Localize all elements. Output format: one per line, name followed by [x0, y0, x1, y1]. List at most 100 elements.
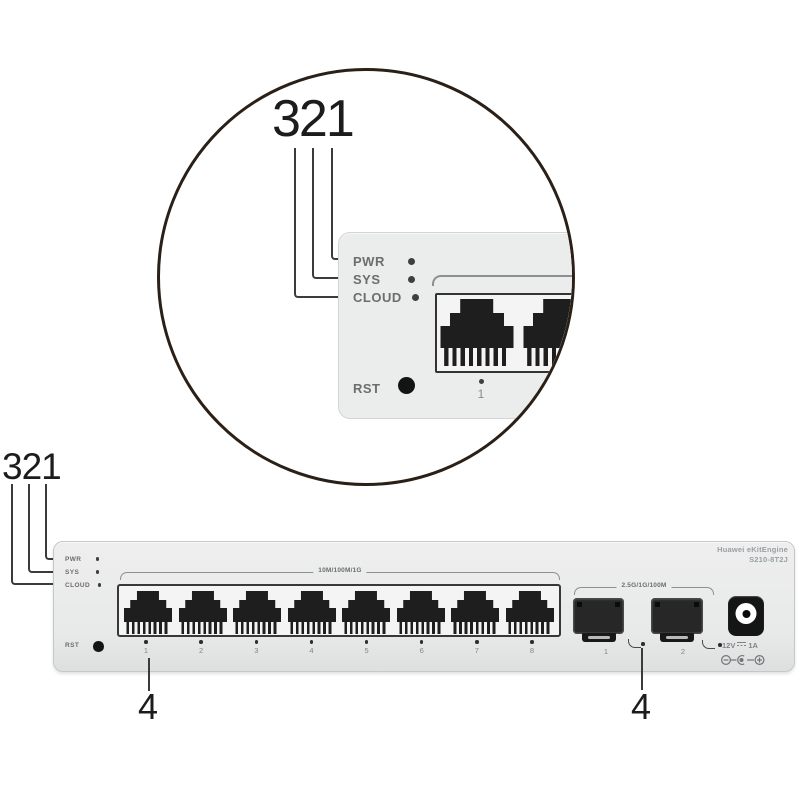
- switch-front-panel: Huawei eKitEngine S210-8T2J PWR SYS CLOU…: [53, 541, 795, 672]
- port-number-label: 8: [529, 645, 535, 655]
- port-led-icon: [199, 640, 203, 644]
- pwr-led-icon: [408, 258, 415, 265]
- port-led-icon: [475, 640, 479, 644]
- uplink-port-number-label: 2: [680, 647, 686, 656]
- uplink-group-label: 2.5G/1G/100M: [616, 582, 672, 589]
- led-row-cloud: CLOUD: [353, 290, 419, 305]
- sfp-port-icon: [651, 598, 703, 642]
- port-indicator: 5: [343, 640, 391, 655]
- sfp-port-icon: [573, 598, 624, 642]
- uplink2-hook-line: [702, 640, 715, 649]
- led-row-cloud: CLOUD: [65, 580, 101, 590]
- ethernet-ports-box: [117, 584, 561, 637]
- callout-digit-2: 2: [21, 446, 43, 487]
- reset-button-icon: [93, 641, 104, 652]
- brand-name: Huawei eKitEngine: [717, 545, 788, 554]
- port-number-label: 1: [143, 645, 149, 655]
- port-number-label: 3: [254, 645, 259, 655]
- uplink1-hook-line: [628, 639, 641, 648]
- magnifier-switch-panel: PWR SYS CLOUD RST: [338, 232, 572, 419]
- brand-block: Huawei eKitEngine S210-8T2J: [717, 545, 788, 564]
- port-indicator: 7: [453, 640, 501, 655]
- callout-line-4-right: [641, 648, 643, 690]
- cloud-led-icon: [97, 583, 101, 587]
- uplink2-led-icon: [718, 643, 722, 647]
- led-row-sys: SYS: [353, 272, 415, 287]
- uplink1-led-icon: [641, 642, 645, 646]
- ethernet-group-bracket: [432, 275, 572, 286]
- led-label-cloud: CLOUD: [353, 290, 402, 305]
- led-label-pwr: PWR: [353, 254, 385, 269]
- ethernet-group-label: 10M/100M/1G: [313, 567, 367, 574]
- callout-line-3-to-cloud: [11, 484, 62, 585]
- callout-line-2-to-sys: [312, 148, 350, 279]
- uplink-port-number-label: 1: [603, 647, 609, 656]
- rj45-port-icon: [440, 299, 513, 366]
- rj45-port-icon: [523, 299, 572, 366]
- led-row-pwr: PWR: [353, 254, 415, 269]
- callout-line-2-to-sys: [28, 484, 62, 573]
- reset-button-icon: [398, 377, 415, 394]
- callout-digit-2: 2: [298, 90, 328, 148]
- dc-jack-pin: [742, 609, 750, 618]
- rj45-port-icon: [287, 591, 336, 634]
- led-label-cloud: CLOUD: [65, 581, 91, 589]
- port1-led-icon: [479, 379, 484, 384]
- power-rating: 12V 1A: [722, 641, 758, 650]
- callout-digit-4-left: 4: [137, 686, 159, 727]
- dc-power-jack-icon: [728, 596, 764, 636]
- ethernet-group-bracket: 10M/100M/1G: [120, 567, 560, 580]
- callout-digit-1: 1: [41, 446, 62, 487]
- led-label-sys: SYS: [353, 272, 381, 287]
- sys-led-icon: [95, 570, 99, 574]
- callout-digit-3: 3: [2, 446, 23, 487]
- port-led-icon: [364, 640, 369, 644]
- port-number-label: 7: [474, 645, 479, 655]
- callout-line-4-left: [148, 658, 150, 691]
- rj45-port-icon: [342, 591, 391, 634]
- led-label-sys: SYS: [65, 568, 80, 576]
- led-row-sys: SYS: [65, 567, 99, 577]
- port-led-icon: [530, 640, 534, 644]
- rj45-port-icon: [396, 591, 445, 634]
- uplink-group-bracket: 2.5G/1G/100M: [574, 582, 714, 595]
- reset-label: RST: [65, 642, 80, 649]
- port-number-label: 2: [199, 645, 204, 655]
- port-led-icon: [419, 640, 424, 644]
- reset-label: RST: [353, 381, 381, 396]
- port-number-label: 1: [477, 387, 485, 401]
- polarity-symbol-icon: [720, 654, 765, 666]
- power-voltage: 12V: [722, 641, 736, 650]
- callout-digit-3: 3: [272, 90, 301, 148]
- port-number-label: 4: [309, 645, 314, 655]
- callout-digit-4-right: 4: [630, 686, 652, 727]
- led-row-pwr: PWR: [65, 554, 99, 564]
- port-indicator: 1: [122, 640, 170, 655]
- cloud-led-icon: [412, 294, 419, 301]
- port-indicator: 8: [508, 640, 556, 655]
- rj45-port-icon: [124, 591, 172, 634]
- rj45-port-icon: [451, 591, 500, 634]
- port-indicator: 2: [177, 640, 225, 655]
- sfp-latch-icon: [660, 633, 694, 642]
- port-led-icon: [144, 640, 148, 644]
- port-led-icon: [254, 640, 259, 644]
- sfp-latch-icon: [581, 633, 616, 642]
- dc-jack-ring: [735, 603, 757, 624]
- callout-digit-1: 1: [325, 90, 355, 148]
- rj45-port-icon: [233, 591, 282, 634]
- port-indicator: 6: [398, 640, 446, 655]
- ethernet-ports-box: [435, 293, 572, 373]
- port-number-label: 6: [419, 645, 424, 655]
- pwr-led-icon: [95, 557, 99, 561]
- model-number: S210-8T2J: [749, 554, 788, 564]
- sys-led-icon: [408, 276, 415, 283]
- led-label-pwr: PWR: [65, 555, 82, 563]
- port-indicator: 3: [232, 640, 280, 655]
- rj45-port-icon: [505, 591, 554, 634]
- power-current: 1A: [748, 641, 758, 650]
